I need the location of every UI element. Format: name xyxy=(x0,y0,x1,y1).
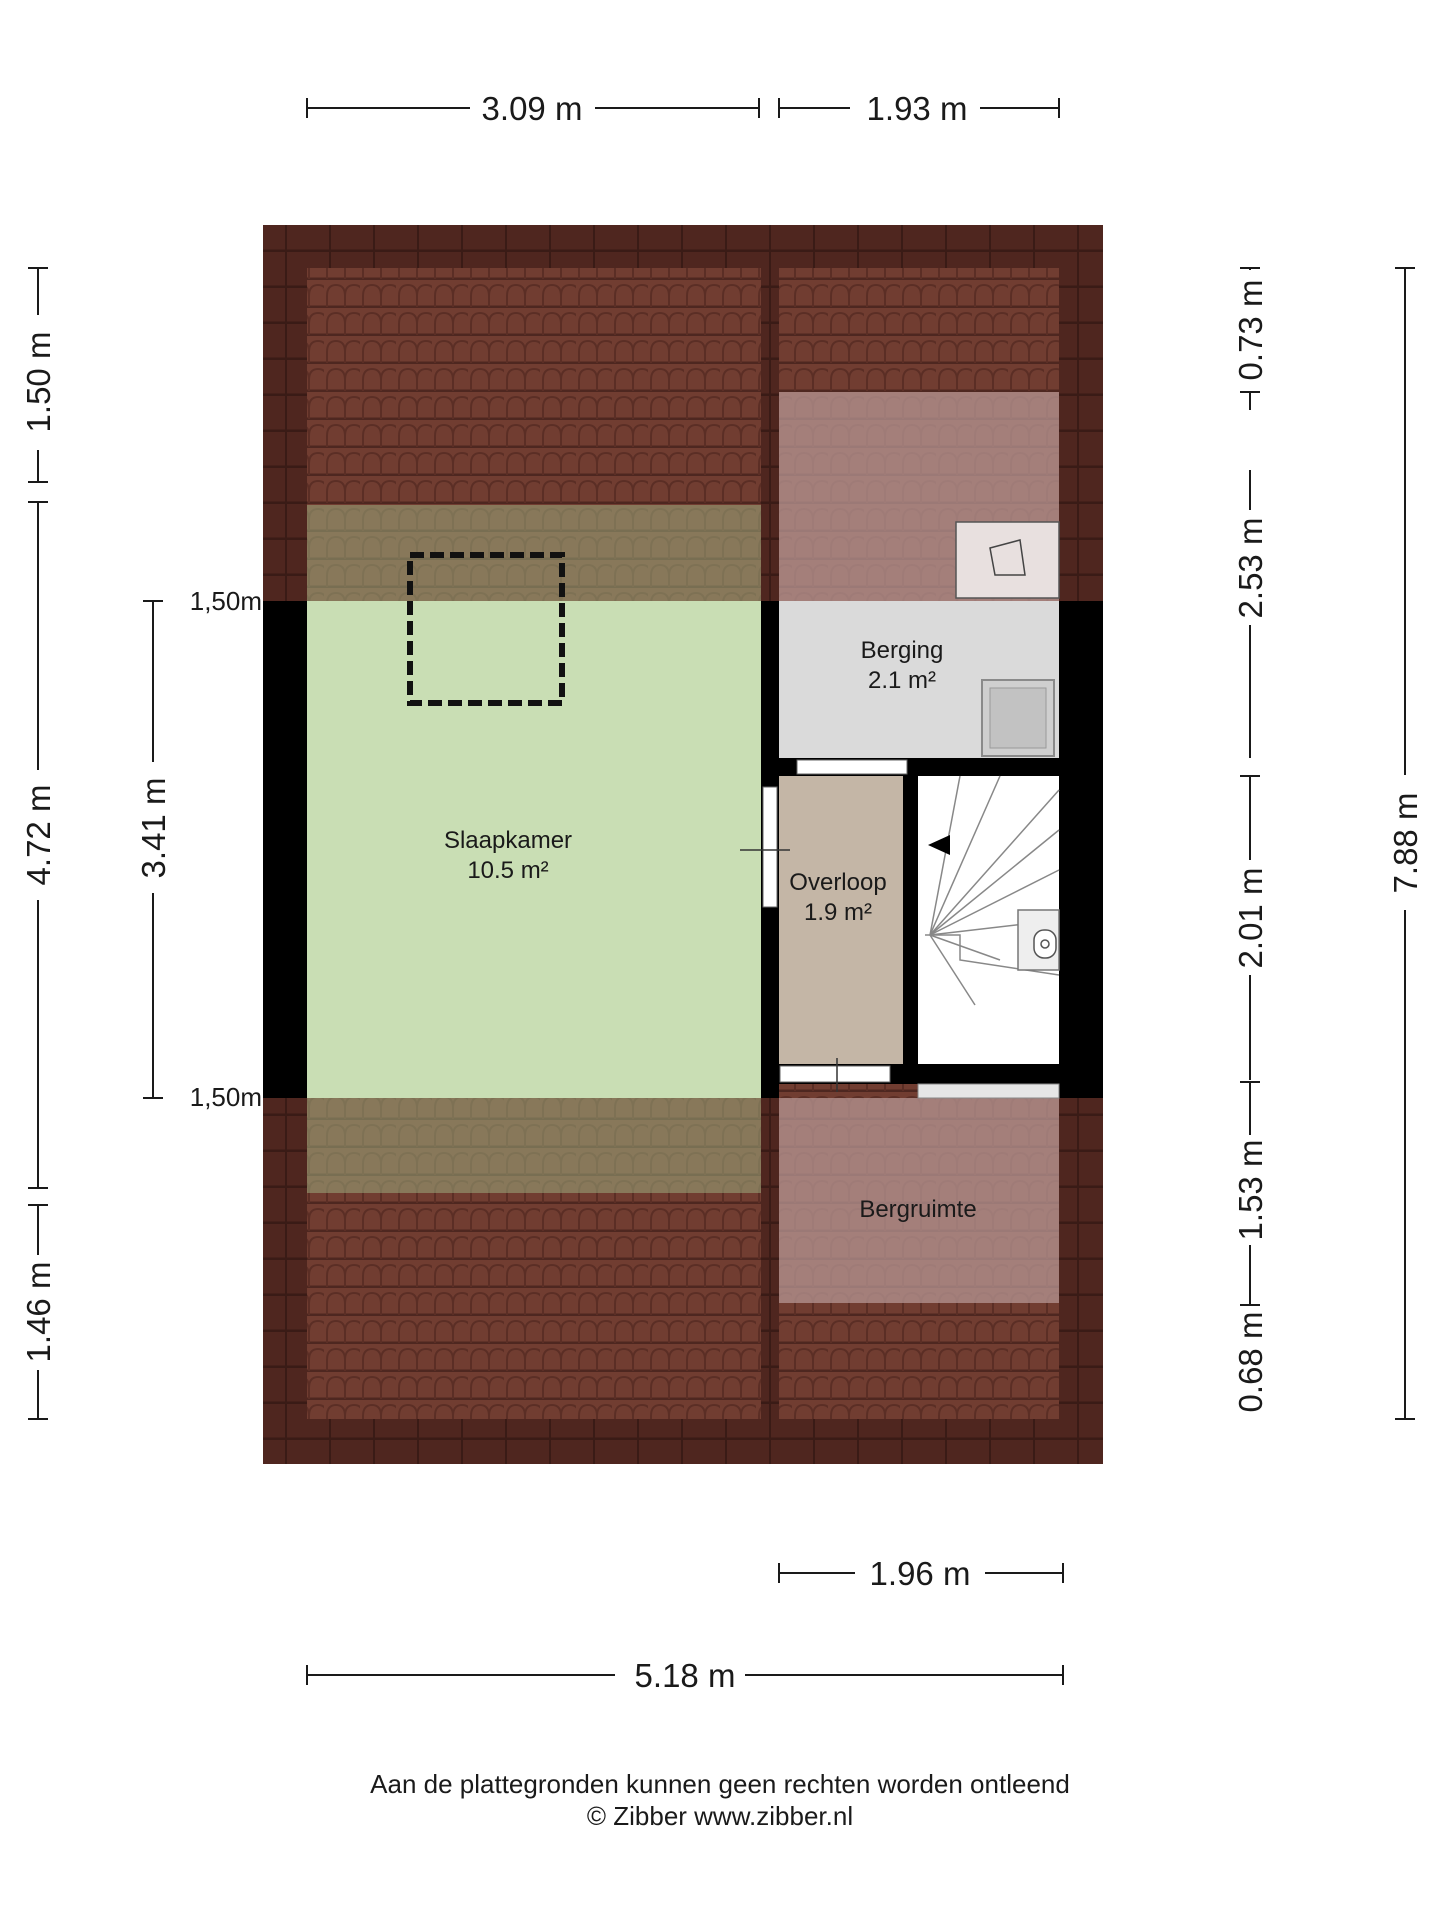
slaapkamer-name: Slaapkamer xyxy=(444,827,572,854)
stair-arrow-icon xyxy=(928,835,950,855)
floor-interior xyxy=(263,601,1103,1098)
berging-area: 2.1 m² xyxy=(868,667,936,694)
dim-inner-bottom-mark: 1,50m xyxy=(190,1082,262,1112)
dim-inner-height: 3.41 m xyxy=(135,778,172,879)
dim-bottom-total: 5.18 m xyxy=(635,1657,736,1694)
overloop-floor xyxy=(779,776,903,1064)
dim-right-e: 0.68 m xyxy=(1232,1312,1269,1413)
bergruimte-area xyxy=(779,1098,1059,1303)
copyright-text: © Zibber www.zibber.nl xyxy=(586,1801,854,1831)
slaapkamer-slope-bottom xyxy=(307,1098,761,1193)
bergruimte-ledge xyxy=(917,1083,1060,1099)
wall-right xyxy=(1059,601,1103,1098)
dim-top-right: 1.93 m xyxy=(867,90,968,127)
dim-right-a: 0.73 m xyxy=(1232,280,1269,381)
dim-left-top: 1.50 m xyxy=(20,332,57,433)
disclaimer-text: Aan de plattegronden kunnen geen rechten… xyxy=(370,1769,1070,1799)
boiler-icon xyxy=(955,521,1060,599)
window-mark-overloop xyxy=(779,1065,891,1083)
overloop-area: 1.9 m² xyxy=(804,899,872,926)
overloop-name: Overloop xyxy=(789,869,886,896)
staircase xyxy=(925,775,1060,1006)
wall-stair-left xyxy=(903,776,918,1066)
sink-basin xyxy=(989,687,1047,749)
dim-left-mid: 4.72 m xyxy=(20,785,57,886)
bergruimte-name: Bergruimte xyxy=(859,1196,976,1223)
window-mark-berging xyxy=(796,759,908,775)
dimension-lines xyxy=(28,98,1415,1685)
slaapkamer-floor xyxy=(307,601,761,1098)
dim-bottom-right: 1.96 m xyxy=(870,1555,971,1592)
wall-left xyxy=(263,601,307,1098)
dim-left-bottom: 1.46 m xyxy=(20,1262,57,1363)
dim-right-c: 2.01 m xyxy=(1232,868,1269,969)
dim-right-b: 2.53 m xyxy=(1232,518,1269,619)
skylight-outline xyxy=(407,552,565,706)
berging-name: Berging xyxy=(861,637,944,664)
dim-inner-top-mark: 1,50m xyxy=(190,586,262,616)
slaapkamer-area: 10.5 m² xyxy=(467,857,548,884)
door-mark-slaapkamer xyxy=(762,786,778,908)
dim-right-total: 7.88 m xyxy=(1387,793,1424,894)
dim-right-d: 1.53 m xyxy=(1232,1140,1269,1241)
dim-top-left: 3.09 m xyxy=(482,90,583,127)
berging-fixtures xyxy=(955,521,1060,757)
toilet-icon xyxy=(1017,909,1060,971)
boiler-symbol xyxy=(989,539,1026,576)
openings xyxy=(740,759,1060,1099)
